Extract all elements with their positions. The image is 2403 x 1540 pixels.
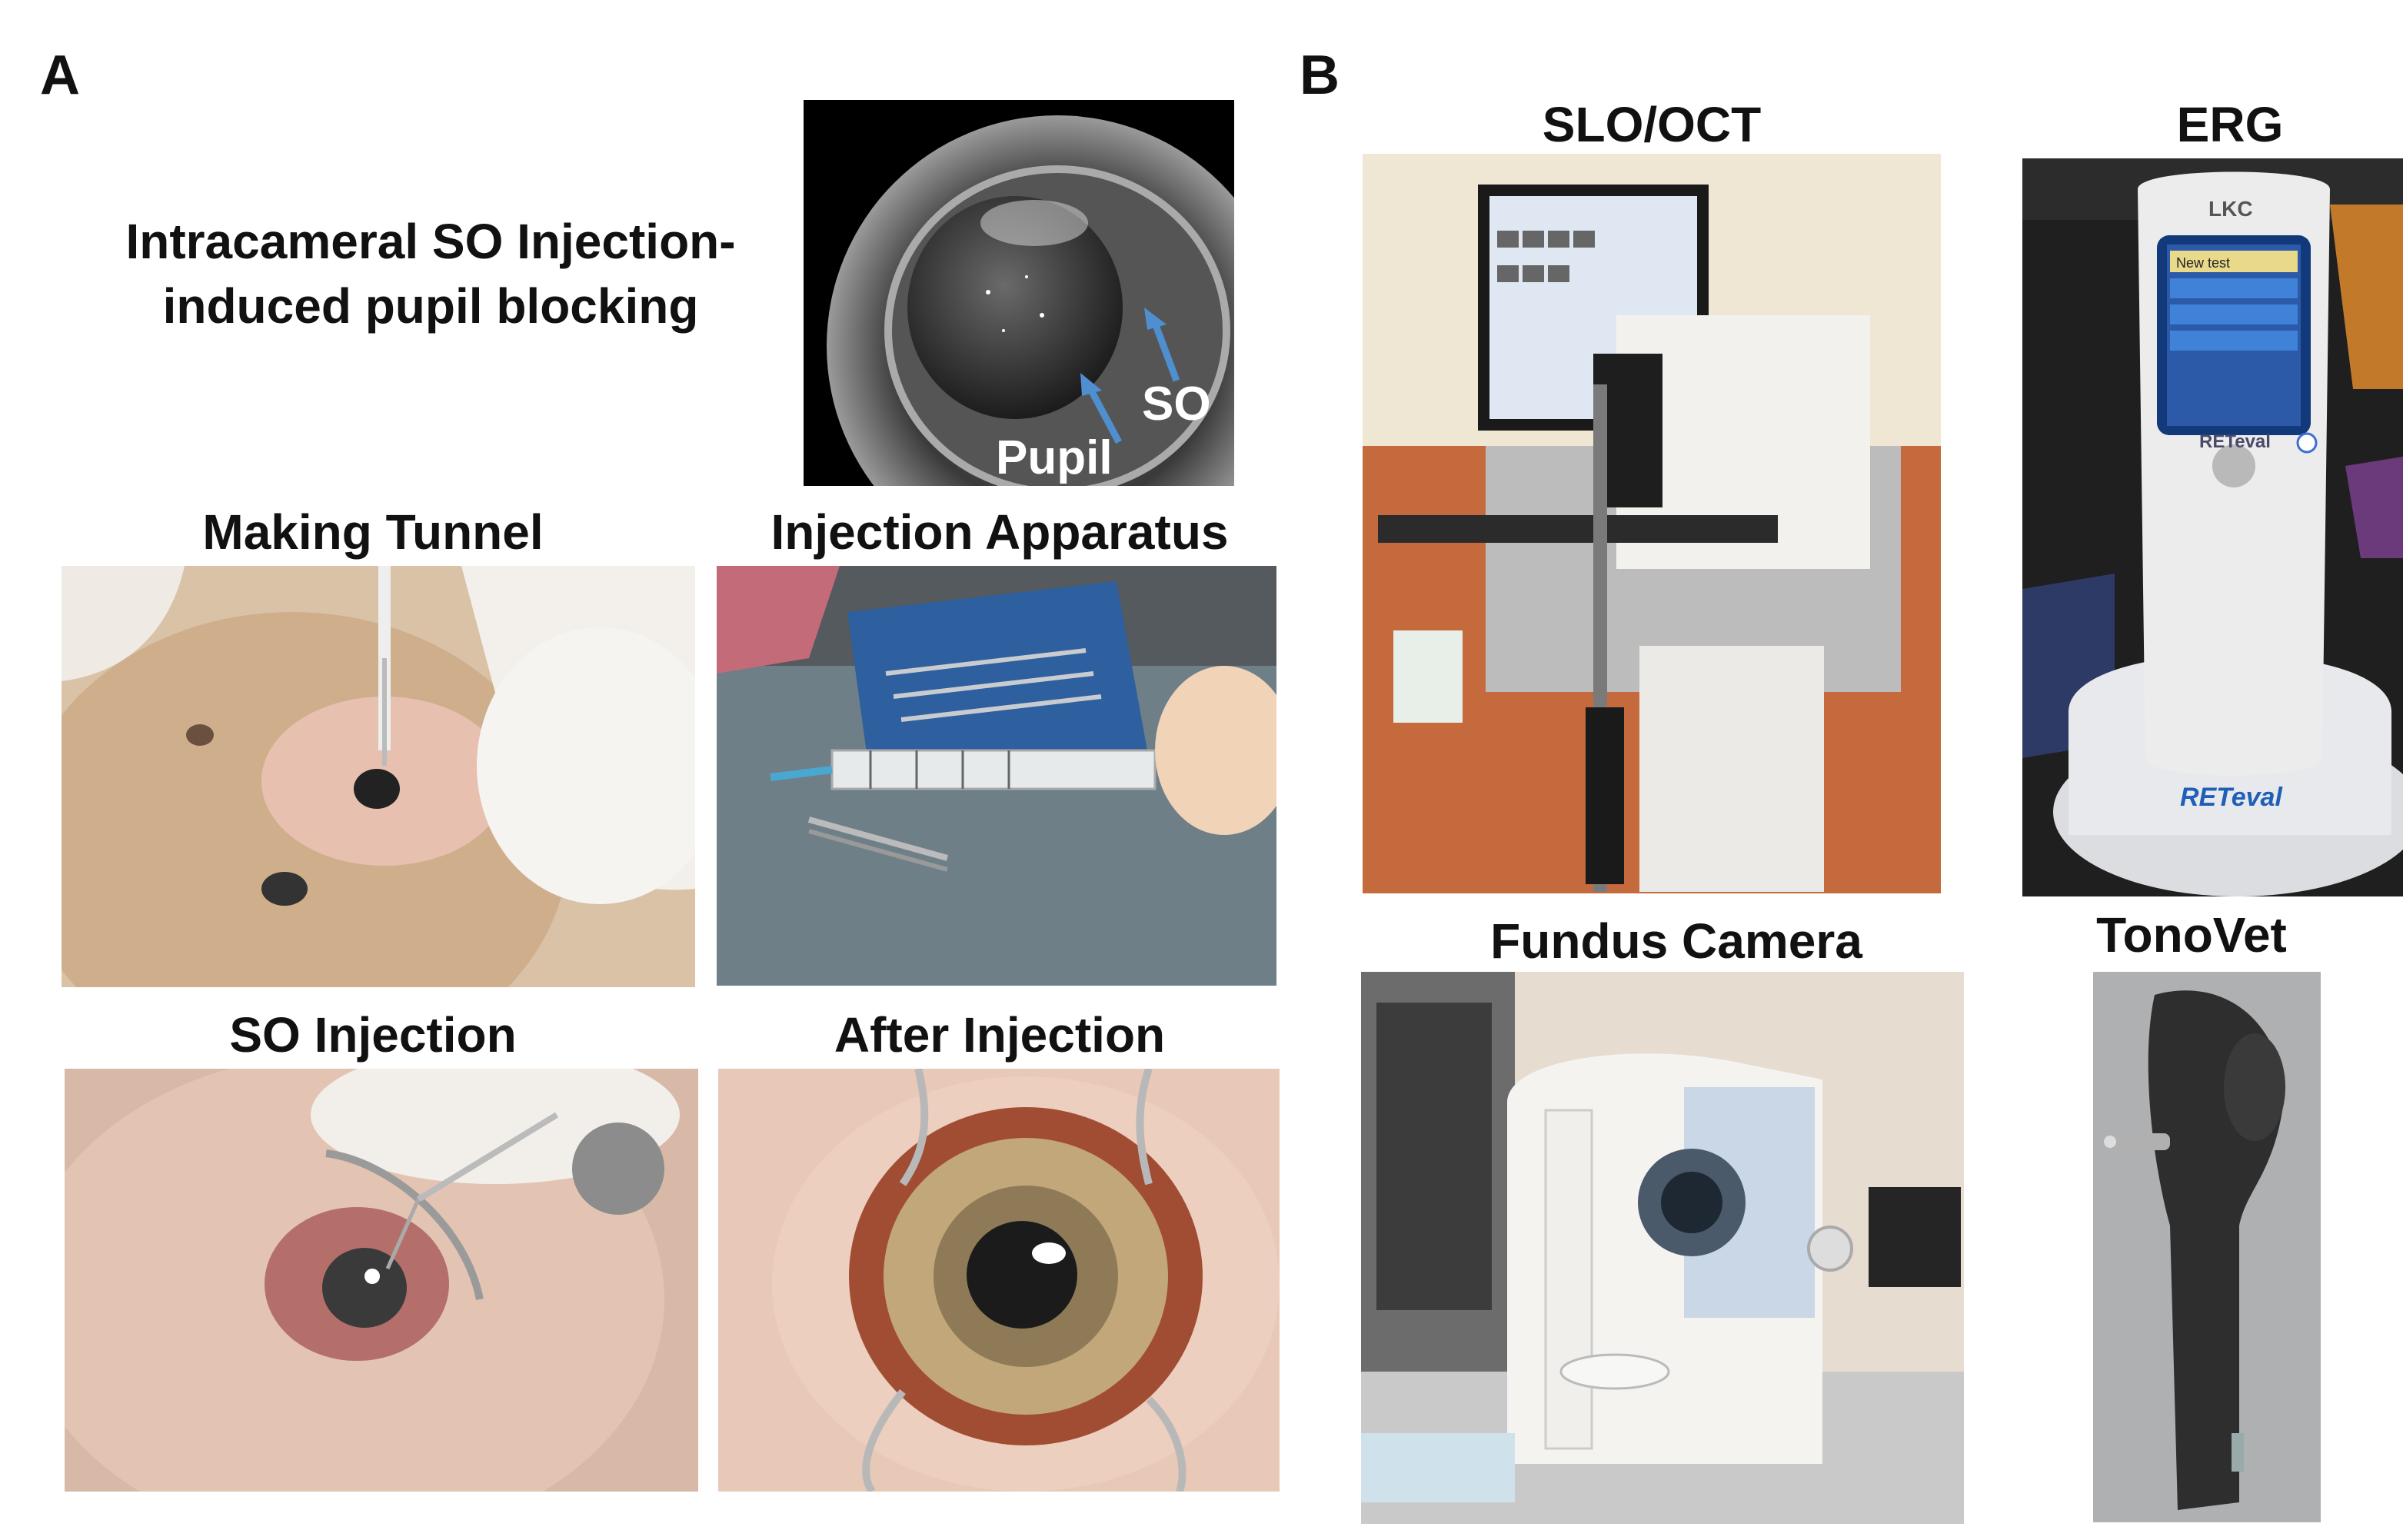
slo-oct-photo bbox=[1363, 154, 1941, 893]
erg-title: ERG bbox=[2176, 97, 2284, 152]
fundus-camera-title: Fundus Camera bbox=[1490, 913, 1862, 969]
reteval-screen-text: RETeval bbox=[2199, 431, 2271, 452]
description-line-2: induced pupil blocking bbox=[162, 278, 699, 334]
tonovet-photo bbox=[2093, 972, 2321, 1522]
panel-a-label: A bbox=[40, 45, 80, 106]
erg-menu-new-test: New test bbox=[2176, 255, 2231, 271]
erg-photo: LKC New test RETeval RETeval bbox=[2022, 158, 2403, 896]
panel-b-label: B bbox=[1300, 45, 1340, 106]
after-injection-photo bbox=[718, 1069, 1280, 1492]
reteval-base-text: RETeval bbox=[2180, 783, 2282, 812]
fundus-camera-photo bbox=[1361, 972, 1964, 1524]
so-injection-photo bbox=[65, 1069, 698, 1492]
so-label: SO bbox=[1142, 378, 1211, 431]
slo-oct-title: SLO/OCT bbox=[1542, 97, 1762, 152]
making-tunnel-title: Making Tunnel bbox=[202, 504, 544, 560]
making-tunnel-photo bbox=[62, 566, 695, 987]
pupil-blocking-eye-image: SO Pupil bbox=[804, 100, 1234, 486]
description-line-1: Intracameral SO Injection- bbox=[125, 214, 736, 269]
so-injection-title: SO Injection bbox=[229, 1007, 517, 1063]
tonovet-title: TonoVet bbox=[2096, 907, 2287, 963]
injection-apparatus-photo bbox=[717, 566, 1276, 986]
injection-apparatus-title: Injection Apparatus bbox=[770, 504, 1229, 560]
pupil-label: Pupil bbox=[996, 431, 1113, 484]
pupil-blocking-description: Intracameral SO Injection- induced pupil… bbox=[69, 209, 792, 338]
after-injection-title: After Injection bbox=[834, 1007, 1166, 1063]
so-arrow-icon bbox=[1144, 308, 1180, 382]
lkc-brand-text: LKC bbox=[2208, 197, 2253, 221]
pupil-arrow-icon bbox=[1080, 373, 1122, 444]
